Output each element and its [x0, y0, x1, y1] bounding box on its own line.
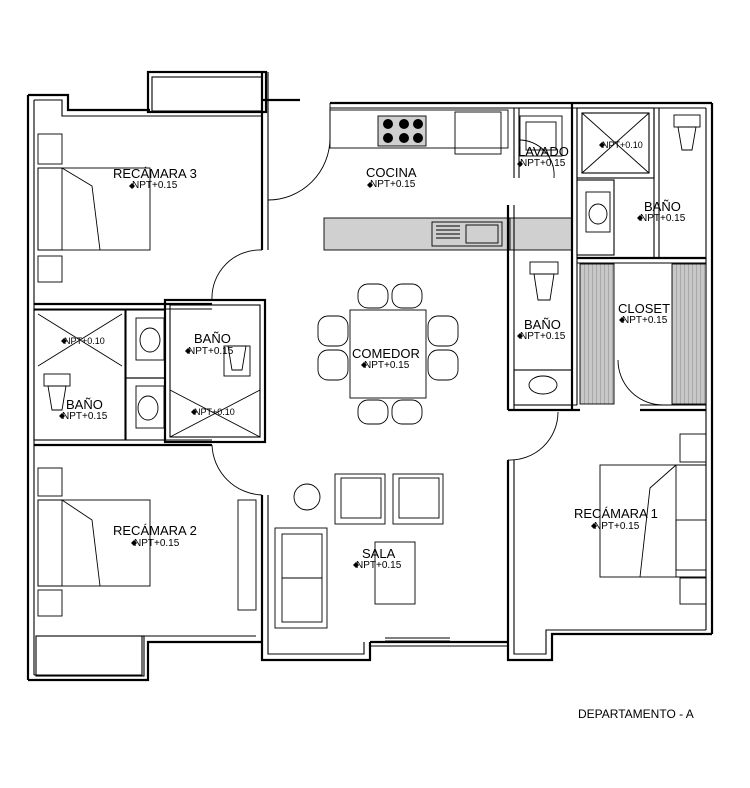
level-sala: NPT+0.15: [356, 560, 402, 571]
level-recamara1: NPT+0.15: [594, 521, 640, 532]
level-bano-w: NPT+0.15: [62, 411, 108, 422]
level-comedor: NPT+0.15: [364, 360, 410, 371]
level-shower-ne: NPT+0.10: [602, 140, 643, 150]
label-recamara3: RECÁMARA 3: [113, 166, 197, 181]
level-recamara3: NPT+0.15: [132, 180, 178, 191]
level-lavado: NPT+0.15: [520, 158, 566, 169]
label-closet: CLOSET: [618, 301, 670, 316]
plan-title: DEPARTAMENTO - A: [578, 707, 694, 721]
label-bano-w: BAÑO: [66, 397, 103, 412]
level-shower-mid: NPT+0.10: [194, 407, 235, 417]
label-sala: SALA: [362, 546, 396, 561]
level-closet: NPT+0.15: [622, 315, 668, 326]
label-recamara2: RECÁMARA 2: [113, 523, 197, 538]
label-bano-center: BAÑO: [524, 317, 561, 332]
interior-walls: [33, 103, 707, 642]
label-recamara1: RECÁMARA 1: [574, 506, 658, 521]
coffee-table: [374, 541, 416, 605]
level-markers: [59, 142, 643, 568]
label-cocina: COCINA: [366, 165, 417, 180]
furniture: [37, 109, 707, 629]
level-bano-ne: NPT+0.15: [640, 213, 686, 224]
room-labels: RECÁMARA 3 NPT+0.15 COCINA NPT+0.15 LAVA…: [62, 140, 694, 721]
dining-table: [349, 309, 427, 399]
label-comedor: COMEDOR: [352, 346, 420, 361]
level-bano-mid: NPT+0.15: [188, 346, 234, 357]
sofa: [274, 527, 328, 629]
level-cocina: NPT+0.15: [370, 179, 416, 190]
level-bano-center: NPT+0.15: [520, 331, 566, 342]
label-bano-mid: BAÑO: [194, 331, 231, 346]
doors: [211, 103, 664, 496]
level-recamara2: NPT+0.15: [134, 538, 180, 549]
level-shower-w: NPT+0.10: [64, 336, 105, 346]
label-bano-ne: BAÑO: [644, 199, 681, 214]
label-lavado: LAVADO: [518, 144, 569, 159]
